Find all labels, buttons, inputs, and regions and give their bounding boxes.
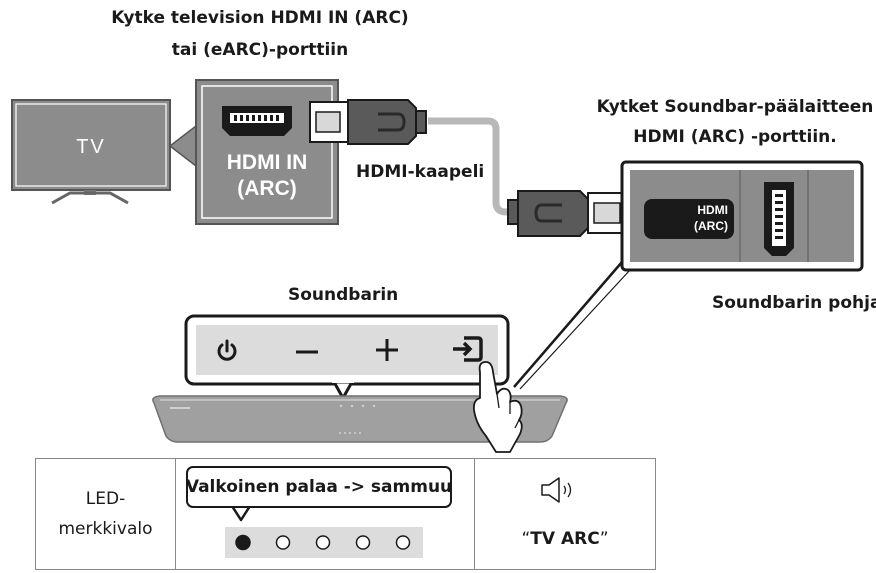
hand-pointer-illustration xyxy=(472,361,523,453)
soundbar-port-label-line2: (ARC) xyxy=(694,219,728,233)
led-off xyxy=(275,535,291,550)
led-on xyxy=(235,534,251,551)
soundbar-button-panel xyxy=(184,314,510,400)
soundbar-port-panel xyxy=(620,160,864,272)
tv-hdmi-port-panel xyxy=(195,79,339,225)
tv-port-label-line2: (ARC) xyxy=(237,177,297,200)
led-label-cell: LED- merkkivalo xyxy=(36,459,176,569)
led-dots xyxy=(235,534,411,551)
tv-illustration xyxy=(11,99,171,205)
soundbar-port-label: HDMI (ARC) xyxy=(644,202,734,234)
minus-icon xyxy=(296,350,318,354)
voice-guide-text: “TV ARC” xyxy=(475,529,655,549)
tv-callout-pointer xyxy=(170,126,196,166)
led-off xyxy=(355,535,371,550)
led-status-bubble: Valkoinen palaa -> sammuu xyxy=(186,466,452,508)
voice-close-quote: ” xyxy=(599,529,609,549)
tv-port-label-line1: HDMI IN xyxy=(226,151,308,174)
soundbar-top-label: Soundbarin xyxy=(288,285,399,305)
led-off xyxy=(395,535,411,550)
hdmi-plug-tv-side xyxy=(309,99,427,145)
soundbar-body xyxy=(152,395,568,443)
led-indicator-table: LED- merkkivalo “TV ARC” xyxy=(35,458,656,570)
voice-open-quote: “ xyxy=(521,529,531,549)
soundbar-port-instruction-line1: Kytket Soundbar-päälaitteen xyxy=(596,97,874,117)
power-icon xyxy=(217,339,237,361)
led-label-line2: merkkivalo xyxy=(58,519,153,539)
voice-guide-value: TV ARC xyxy=(530,529,600,549)
soundbar-hdmi-label-badge xyxy=(644,199,734,239)
source-input-icon xyxy=(453,336,483,362)
tv-port-label: HDMI IN (ARC) xyxy=(196,150,338,202)
tv-label: TV xyxy=(76,136,106,158)
soundbar-port-label-line1: HDMI xyxy=(697,203,728,217)
soundbar-bottom-label: Soundbarin pohja xyxy=(712,293,876,313)
tv-port-instruction-line1: Kytke television HDMI IN (ARC) xyxy=(111,8,409,28)
hdmi-cable xyxy=(428,117,514,216)
tv-port-instruction-line2: tai (eARC)-porttiin xyxy=(171,40,349,60)
hdmi-plug-soundbar-side xyxy=(507,190,629,237)
hdmi-cable-label: HDMI-kaapeli xyxy=(356,162,485,182)
plus-icon xyxy=(376,339,398,361)
voice-guide-cell: “TV ARC” xyxy=(474,459,654,569)
soundbar-port-instruction-line2: HDMI (ARC) -porttiin. xyxy=(633,127,837,147)
led-off xyxy=(315,535,331,550)
led-label-line1: LED- xyxy=(85,489,126,509)
speaker-icon xyxy=(541,477,572,503)
led-strip xyxy=(225,527,423,558)
